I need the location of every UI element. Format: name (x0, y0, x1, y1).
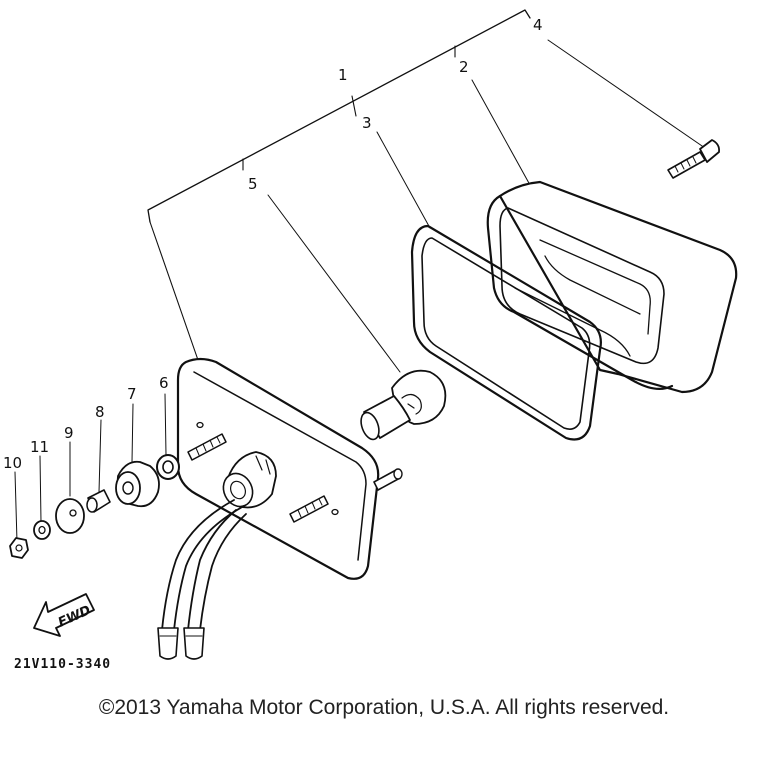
callout-1: 1 (338, 66, 348, 84)
bulb-part (360, 369, 447, 441)
washer-part (55, 498, 85, 534)
callout-10: 10 (3, 454, 22, 472)
callout-2: 2 (459, 58, 469, 76)
part-code: 21V110-3340 (14, 657, 111, 672)
callout-7: 7 (127, 385, 137, 403)
lock-washer-part (33, 520, 51, 540)
callout-9: 9 (64, 424, 74, 442)
callout-4: 4 (533, 16, 543, 34)
assembly-bracket (147, 9, 531, 361)
ring-part (156, 454, 180, 480)
callout-3: 3 (362, 114, 372, 132)
screw-part (667, 139, 721, 179)
base-plate-part (176, 357, 403, 580)
callout-11: 11 (30, 438, 49, 456)
grommet-part (115, 460, 160, 508)
callout-8: 8 (95, 403, 105, 421)
forward-arrow: FWD (33, 593, 95, 637)
gasket-part (410, 224, 602, 441)
leader-lines (14, 39, 706, 543)
lens-cover-part (486, 180, 738, 394)
callout-5: 5 (248, 175, 258, 193)
wire-harness (157, 499, 247, 660)
collar-part (86, 489, 111, 513)
copyright-notice: ©2013 Yamaha Motor Corporation, U.S.A. A… (98, 696, 670, 719)
callout-labels: 1 2 3 4 5 6 7 8 9 10 11 (3, 16, 543, 472)
nut-part (9, 537, 29, 559)
callout-6: 6 (159, 374, 169, 392)
